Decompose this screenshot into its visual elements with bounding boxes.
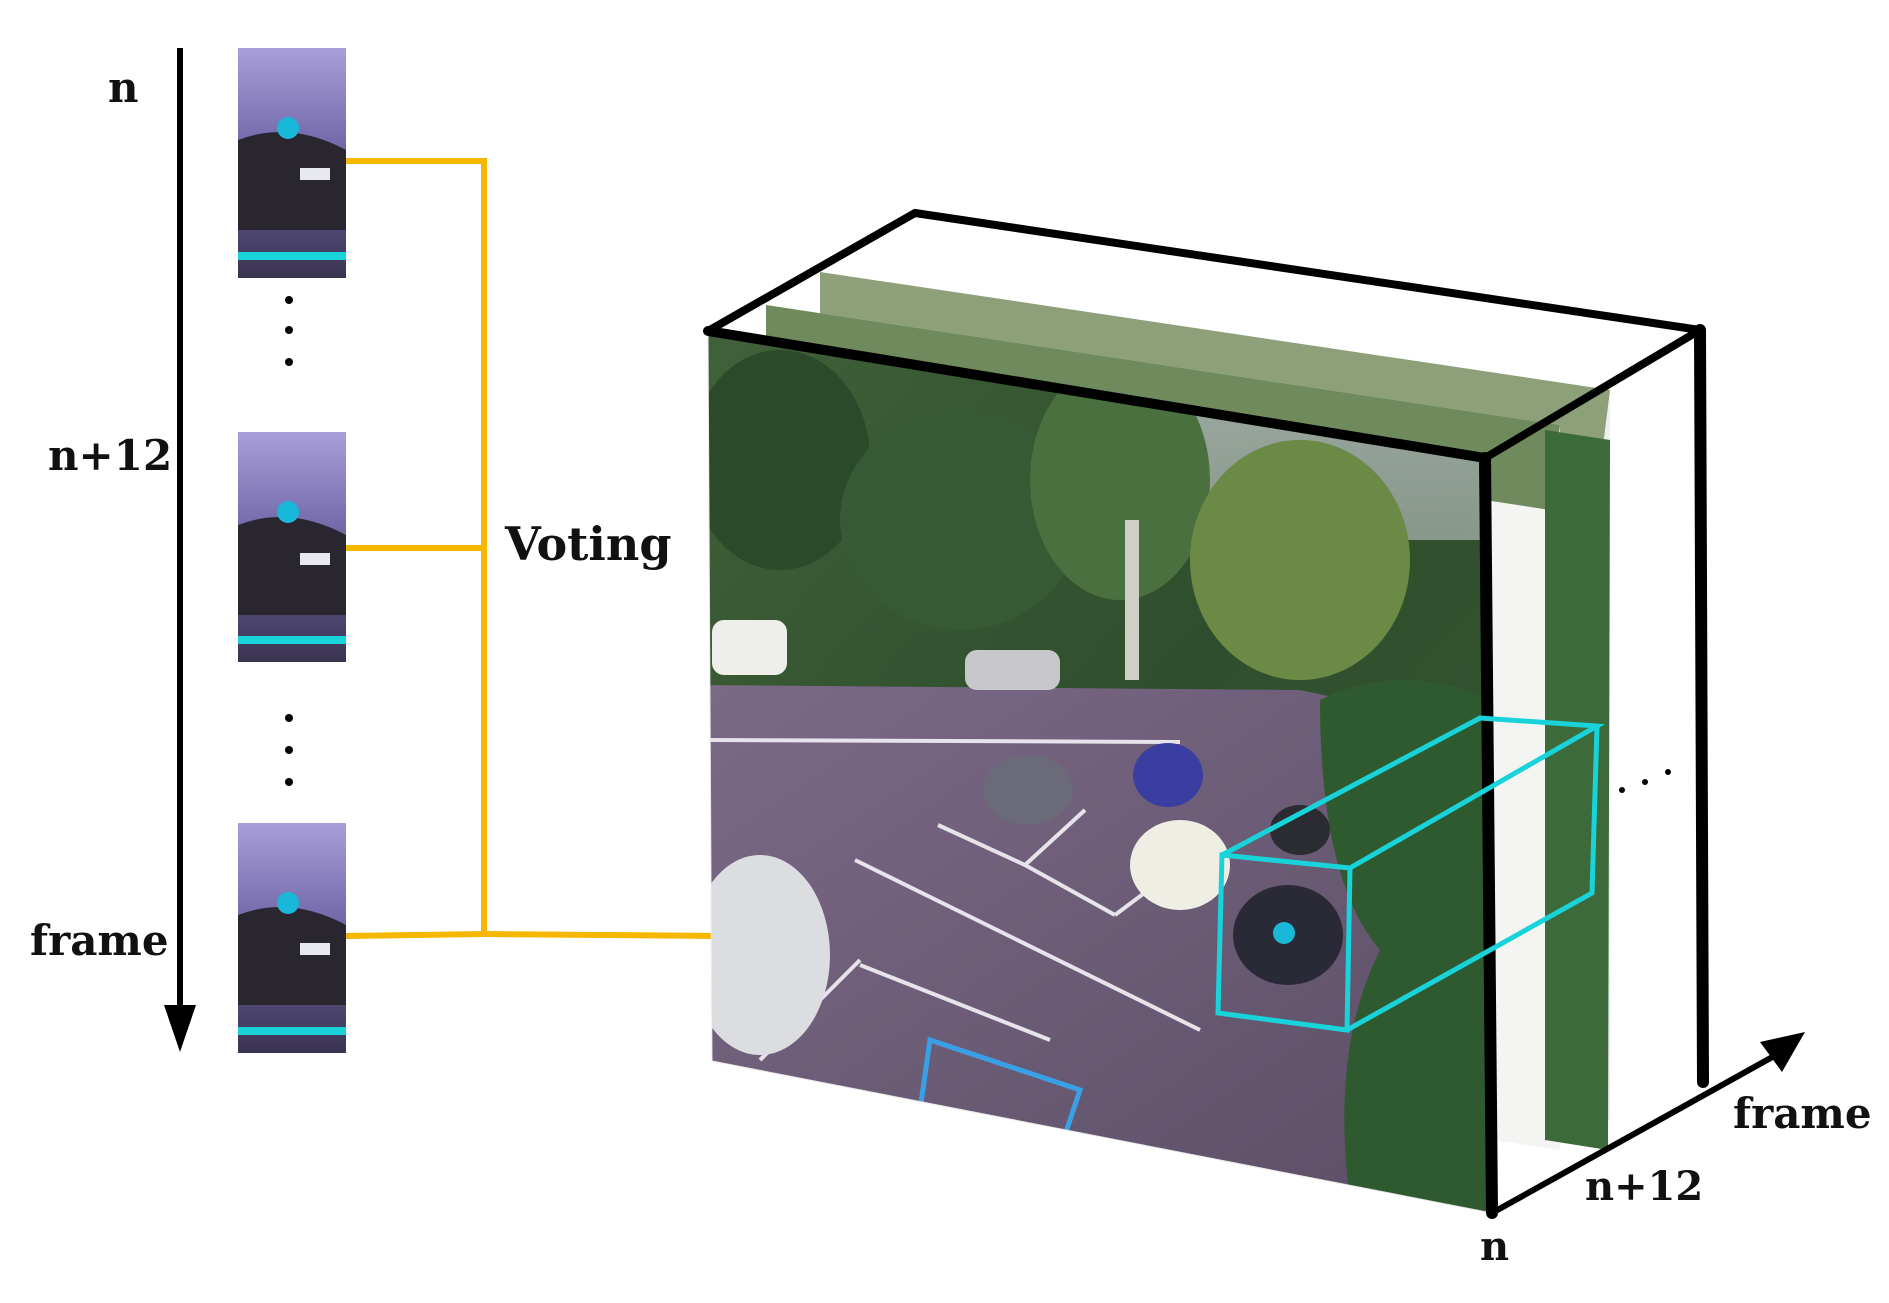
thumbnail-frame-n: [238, 48, 346, 278]
diagonal-ellipsis-icon: [1619, 769, 1671, 793]
vertical-ellipsis-icon: [285, 296, 293, 366]
thumbnail-frame-n12: [238, 432, 346, 662]
vertical-ellipsis-icon: [285, 714, 293, 786]
left-axis-arrowhead: [164, 1005, 196, 1052]
voting-label: Voting: [504, 517, 671, 571]
left-axis-frame-label: frame: [30, 916, 169, 965]
frame-cube-outline: [703, 209, 1709, 1219]
cube-axis-origin-label: n: [1480, 1223, 1509, 1270]
car-marker: [277, 892, 299, 914]
left-axis-middle-label: n+12: [48, 431, 172, 480]
car-marker: [277, 501, 299, 523]
target-car-marker: [1273, 922, 1295, 944]
thumbnail-frame-last: [238, 823, 346, 1053]
cube-axis-frame-label: frame: [1733, 1089, 1872, 1138]
left-frame-axis: [164, 48, 196, 1052]
cube-axis-depth-label: n+12: [1585, 1163, 1703, 1210]
tracking-box: [1215, 715, 1606, 1033]
cube-axis-arrowhead: [1760, 1032, 1805, 1072]
left-axis-top-label: n: [108, 63, 139, 112]
cube-frame-axis: [1490, 1032, 1805, 1216]
car-marker: [277, 117, 299, 139]
